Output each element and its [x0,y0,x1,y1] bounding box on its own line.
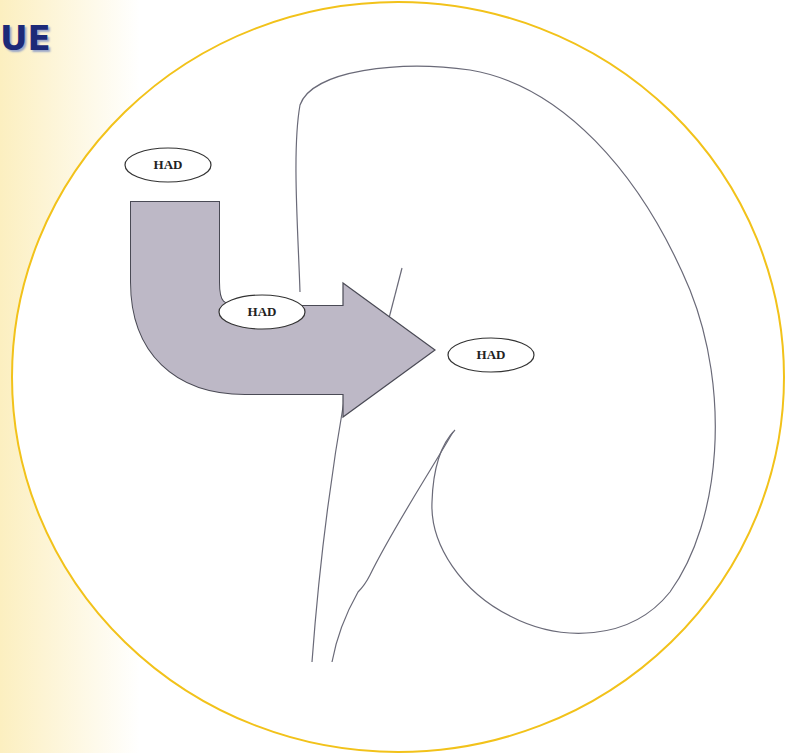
ureter-line [312,395,345,662]
vessel-line [388,268,402,322]
slide-title: UE [0,18,51,58]
label-ellipse: HAD [218,294,306,330]
label-ellipse: HAD [447,337,535,373]
arrow-body [175,202,345,350]
frame-circle [12,2,784,752]
kidney-outline [296,66,715,633]
node-label: HAD [154,157,183,173]
label-ellipse: HAD [124,147,212,183]
arrow-head [343,283,435,417]
ureter-line [332,432,453,662]
flow-arrow [175,201,435,417]
node-label: HAD [477,347,506,363]
node-label: HAD [248,304,277,320]
